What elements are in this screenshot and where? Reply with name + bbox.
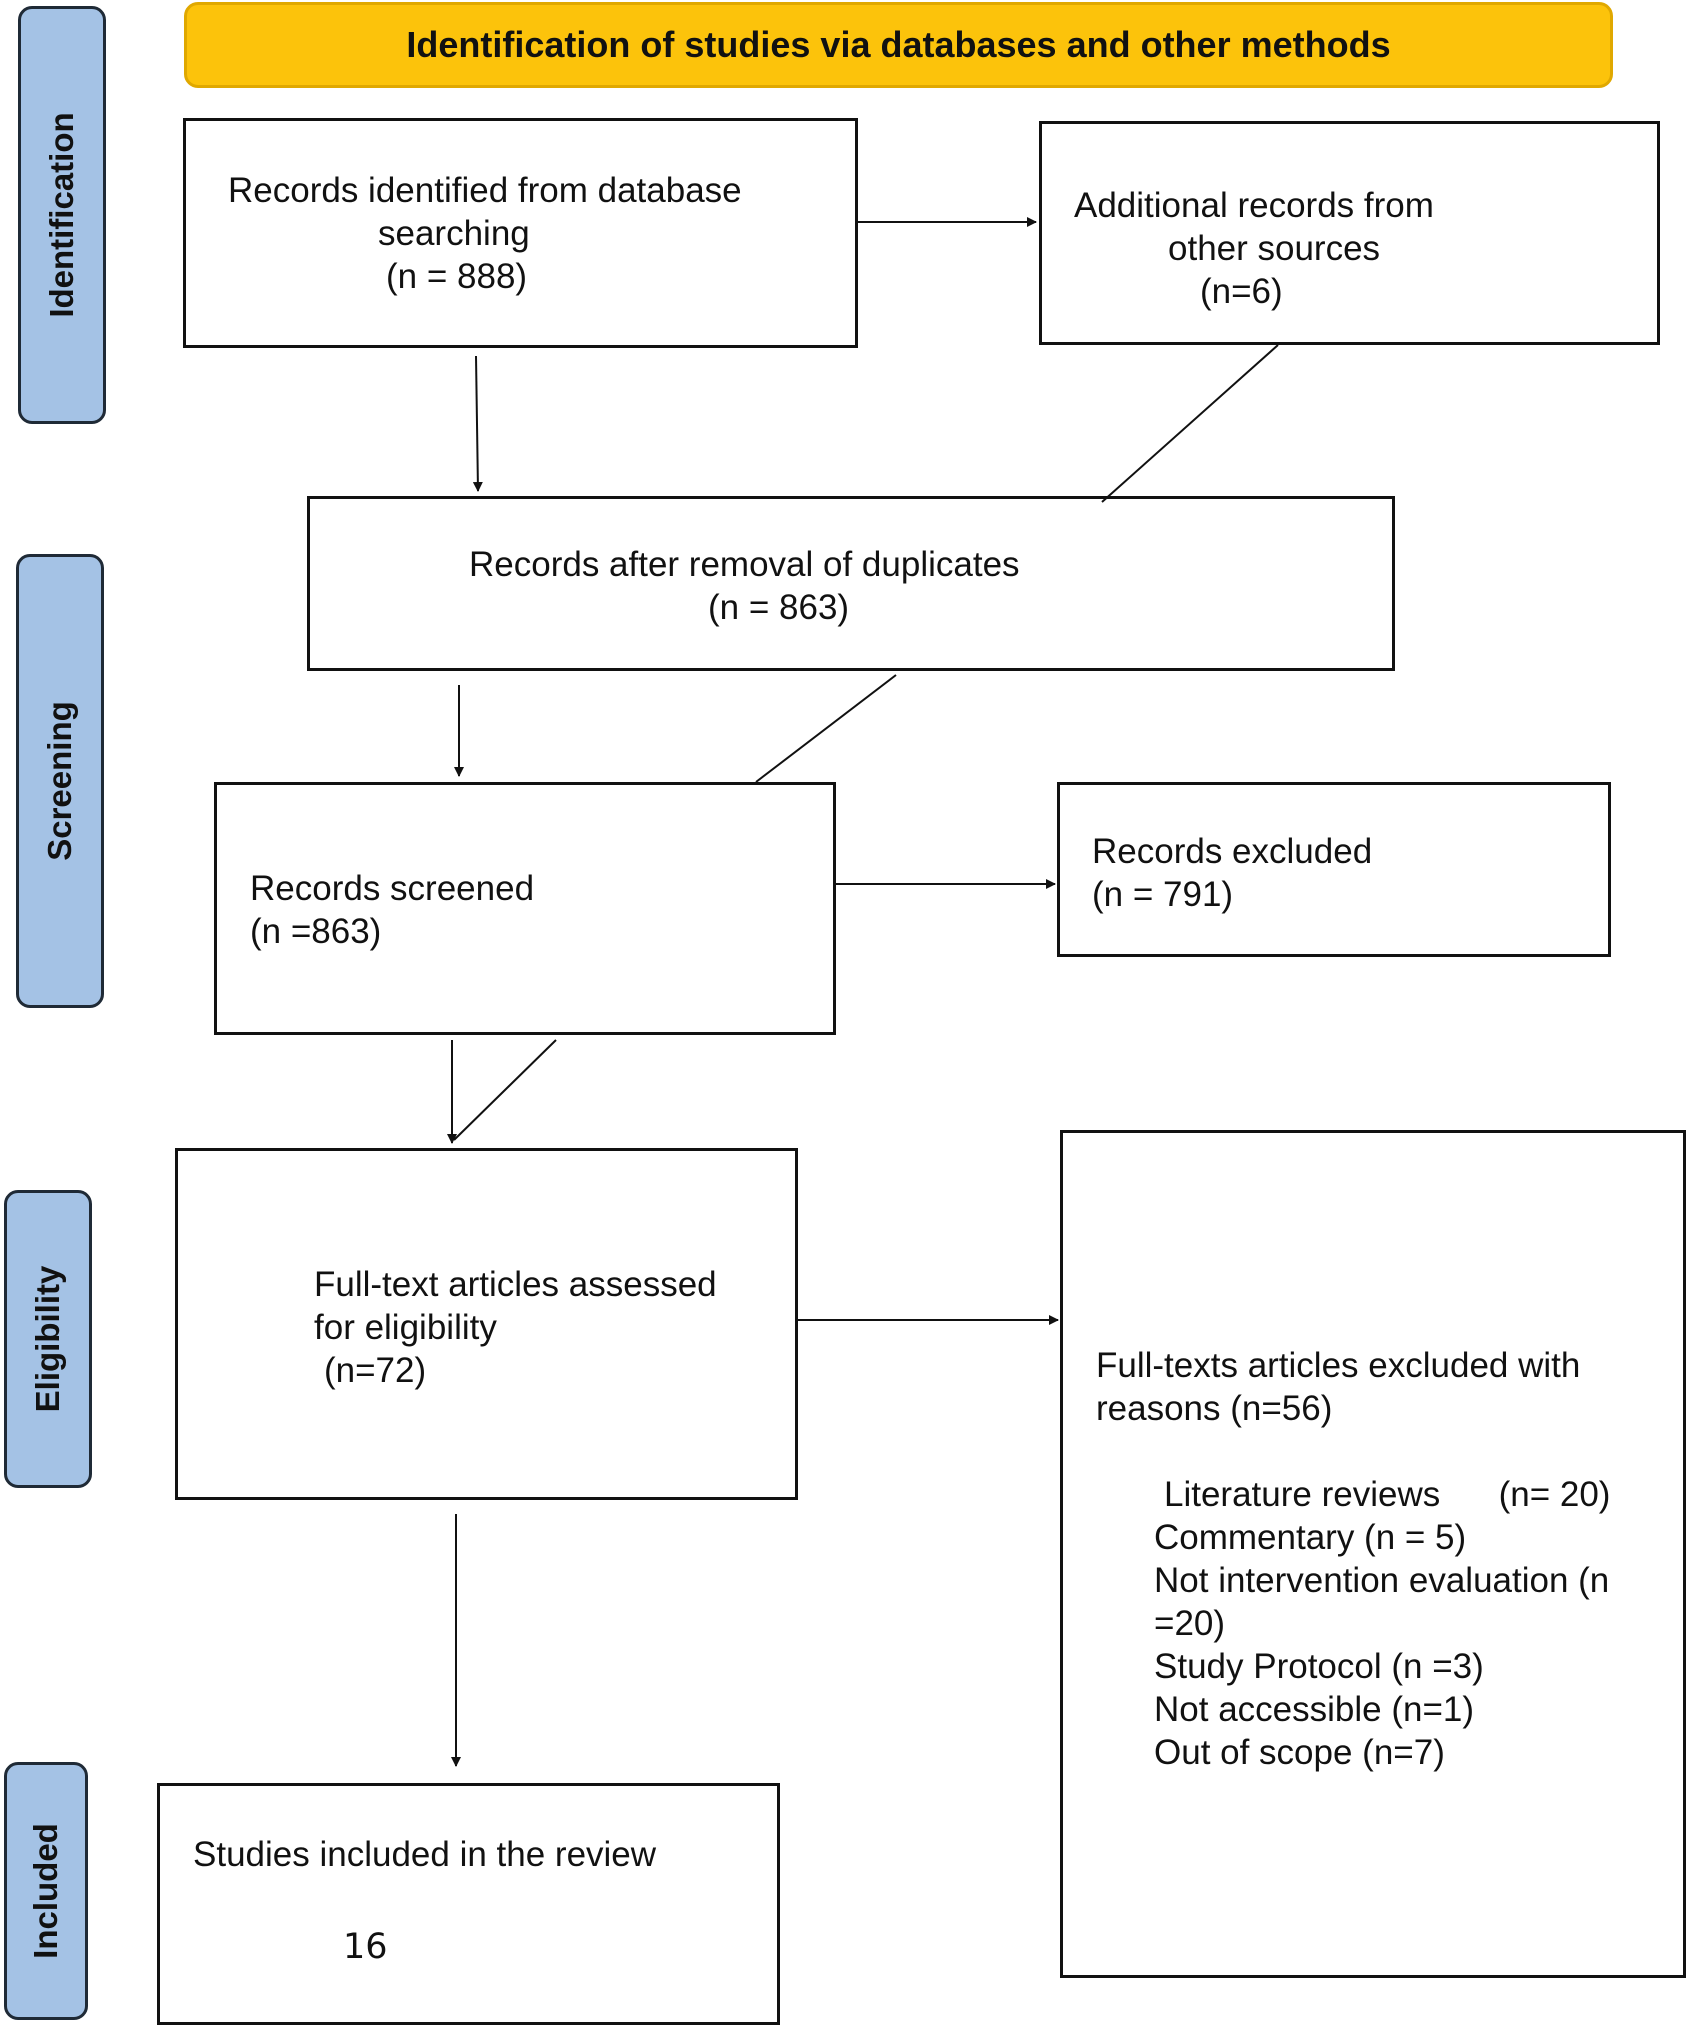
arrow-db-to-after-duplicates: [472, 355, 483, 492]
stage-label-identification: Identification: [18, 6, 106, 424]
fulltext-excluded-line1: Full-texts articles excluded with: [1096, 1346, 1581, 1385]
other-sources-line1: Additional records from: [1074, 186, 1434, 225]
stage-label-eligibility: Eligibility: [4, 1190, 92, 1488]
box-after-duplicates: Records after removal of duplicates (n =…: [307, 496, 1395, 671]
box-other-sources: Additional records from other sources (n…: [1039, 121, 1660, 345]
exclusion-reason: Not accessible (n=1): [1154, 1690, 1475, 1729]
db-records-line1: Records identified from database: [228, 171, 742, 210]
screened-count: (n =863): [250, 912, 382, 951]
other-sources-line2: other sources: [1168, 229, 1381, 268]
fulltext-line2: for eligibility: [314, 1308, 497, 1347]
diagram-title: Identification of studies via databases …: [406, 24, 1391, 65]
screened-line1: Records screened: [250, 869, 535, 908]
stage-label-screening: Screening: [16, 554, 104, 1008]
line-after-duplicates-to-screened: [755, 674, 897, 783]
fulltext-line1: Full-text articles assessed: [314, 1265, 717, 1304]
db-records-count: (n = 888): [386, 257, 528, 296]
excluded-count: (n = 791): [1092, 875, 1234, 914]
after-duplicates-line1: Records after removal of duplicates: [469, 545, 1020, 584]
box-fulltext-assessed: Full-text articles assessed for eligibil…: [175, 1148, 798, 1500]
stage-label-included: Included: [4, 1762, 88, 2020]
fulltext-count: (n=72): [324, 1351, 427, 1390]
exclusion-reason: Not intervention evaluation (n: [1154, 1561, 1610, 1600]
after-duplicates-count: (n = 863): [708, 588, 850, 627]
exclusion-reason: Out of scope (n=7): [1154, 1733, 1445, 1772]
exclusion-reason: Study Protocol (n =3): [1154, 1647, 1484, 1686]
box-records-excluded: Records excluded (n = 791): [1057, 782, 1611, 957]
line-screened-to-fulltext-diagonal: [453, 1039, 557, 1141]
box-fulltext-excluded: Full-texts articles excluded with reason…: [1060, 1130, 1686, 1978]
db-records-line2: searching: [378, 214, 530, 253]
box-database-records: Records identified from database searchi…: [183, 118, 858, 348]
included-count: 16: [343, 1927, 388, 1967]
included-line1: Studies included in the review: [193, 1835, 657, 1874]
other-sources-count: (n=6): [1200, 272, 1283, 311]
box-studies-included: Studies included in the review 16: [157, 1783, 780, 2025]
fulltext-excluded-line2: reasons (n=56): [1096, 1389, 1333, 1428]
diagram-title-banner: Identification of studies via databases …: [184, 2, 1613, 88]
box-records-screened: Records screened (n =863): [214, 782, 836, 1035]
exclusion-reason: Literature reviews (n= 20): [1164, 1475, 1611, 1514]
excluded-line1: Records excluded: [1092, 832, 1373, 871]
exclusion-reason: Commentary (n = 5): [1154, 1518, 1467, 1557]
exclusion-reason: =20): [1154, 1604, 1226, 1643]
line-other-sources-to-after-duplicates: [1101, 344, 1279, 503]
